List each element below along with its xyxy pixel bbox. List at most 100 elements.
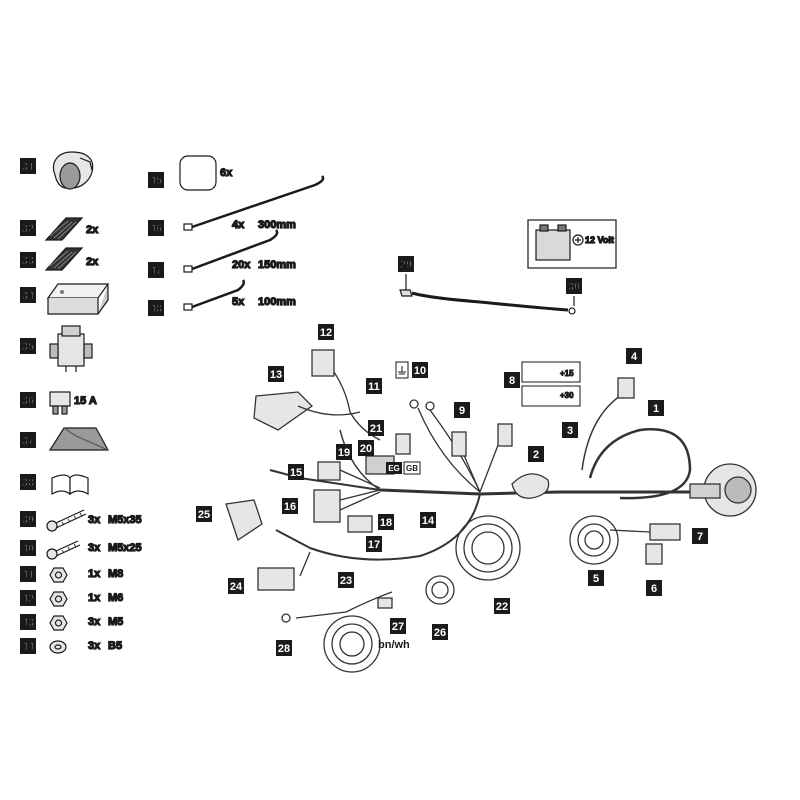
- part-42-size: M6: [108, 592, 123, 604]
- label-27: 27: [392, 621, 404, 633]
- part-31: 31: [20, 151, 94, 190]
- part-39-number: 39: [22, 514, 34, 526]
- part-44-size: B5: [108, 640, 122, 652]
- wire-color-label: bn/wh: [378, 639, 410, 651]
- part-41: 41 1x M8: [20, 566, 124, 583]
- part-45: 45 6x: [148, 155, 234, 191]
- ignition-plus30-label: +30: [560, 391, 574, 400]
- part-40-quantity: 3x: [88, 542, 101, 554]
- part-44-quantity: 3x: [88, 640, 101, 652]
- nut-icon: [49, 567, 68, 583]
- part-40-number: 40: [22, 543, 34, 555]
- part-44: 44 3x B5: [20, 638, 123, 654]
- label-7: 7: [697, 531, 703, 543]
- part-30-number: 30: [568, 281, 580, 293]
- trailer-socket-icon: [689, 463, 757, 517]
- part-36: 36 15 A: [20, 391, 97, 415]
- part-42-number: 42: [22, 593, 34, 605]
- part-34: 34: [20, 283, 110, 315]
- part-47: 47 20x 150mm: [148, 229, 297, 278]
- tag-eg: EG: [388, 464, 400, 473]
- part-37-number: 37: [22, 435, 34, 447]
- label-4: 4: [631, 351, 638, 363]
- cable-tie-icon: [183, 229, 279, 273]
- small-parts: 45 6x 46 4x 300mm 47 20x 150mm: [148, 155, 325, 316]
- label-6: 6: [651, 583, 657, 595]
- label-21: 21: [370, 423, 382, 435]
- pad-icon: [179, 155, 217, 191]
- wiring-harness: [225, 349, 757, 673]
- foam-strip-icon: [48, 427, 110, 451]
- part-35: 35: [20, 325, 93, 372]
- part-42: 42 1x M6: [20, 590, 124, 607]
- ignition-plus15-label: +15: [560, 369, 574, 378]
- part-47-number: 47: [150, 265, 162, 277]
- label-22: 22: [496, 601, 508, 613]
- manual-book-icon: [51, 474, 89, 496]
- part-43-size: M5: [108, 616, 123, 628]
- part-38-number: 38: [22, 477, 34, 489]
- label-12: 12: [320, 327, 332, 339]
- part-41-quantity: 1x: [88, 568, 101, 580]
- bolt-icon: [46, 540, 81, 560]
- label-26: 26: [434, 627, 446, 639]
- parts-list: 31 32 2x 33 2x: [20, 151, 142, 654]
- battery-voltage-label: 12 Volt: [585, 235, 614, 245]
- part-37: 37: [20, 427, 110, 451]
- part-43-quantity: 3x: [88, 616, 101, 628]
- part-45-quantity: 6x: [220, 167, 233, 179]
- label-20: 20: [360, 443, 372, 455]
- part-39-size: M5x35: [108, 514, 142, 526]
- label-15: 15: [290, 467, 302, 479]
- part-32-number: 32: [22, 223, 34, 235]
- part-36-number: 36: [22, 395, 34, 407]
- label-10: 10: [414, 365, 426, 377]
- harness-coil-22: [455, 515, 521, 581]
- part-48-length: 100mm: [258, 296, 296, 308]
- part-29-number: 29: [400, 259, 412, 271]
- part-44-number: 44: [22, 641, 35, 653]
- part-33-quantity: 2x: [86, 256, 99, 268]
- part-45-number: 45: [150, 175, 162, 187]
- part-47-quantity: 20x: [232, 259, 251, 271]
- part-40: 40 3x M5x25: [20, 540, 142, 560]
- nut-icon: [49, 615, 68, 631]
- part-48-quantity: 5x: [232, 296, 245, 308]
- part-47-length: 150mm: [258, 259, 296, 271]
- grommet-icon: [511, 473, 550, 499]
- part-36-quantity: 15 A: [74, 395, 97, 407]
- label-25: 25: [198, 509, 210, 521]
- harness-coil-28: [323, 615, 381, 673]
- harness-labels: 1 2 3 4 5 6 7 8 9 10 11 12 13 14 15 16 1…: [196, 324, 708, 656]
- part-41-number: 41: [22, 569, 34, 581]
- label-8: 8: [509, 375, 515, 387]
- part-40-size: M5x25: [108, 542, 142, 554]
- washer-icon: [49, 640, 67, 654]
- label-13: 13: [270, 369, 282, 381]
- part-32: 32 2x: [20, 217, 100, 241]
- ground-symbol-icon: [395, 361, 409, 379]
- harness-coil-26: [425, 575, 455, 605]
- label-11: 11: [368, 381, 380, 393]
- part-33-number: 33: [22, 255, 34, 267]
- cable-tie-icon: [183, 279, 246, 311]
- ignition-boxes: +15 +30: [521, 361, 581, 407]
- part-48: 48 5x 100mm: [148, 279, 297, 316]
- part-39-quantity: 3x: [88, 514, 101, 526]
- battery-section: 12 Volt 29 30: [398, 219, 617, 315]
- harness-coil-5: [569, 515, 619, 565]
- part-46-quantity: 4x: [232, 219, 245, 231]
- part-38: 38: [20, 474, 89, 496]
- label-1: 1: [653, 403, 659, 415]
- label-19: 19: [338, 447, 350, 459]
- cable-tie-icon: [183, 175, 325, 231]
- battery-icon: [535, 224, 584, 261]
- part-32-quantity: 2x: [86, 224, 99, 236]
- part-43-number: 43: [22, 617, 34, 629]
- bolt-icon: [46, 509, 87, 532]
- label-5: 5: [593, 573, 599, 585]
- nut-icon: [49, 591, 68, 607]
- adhesive-pad-icon: [44, 217, 84, 241]
- label-28: 28: [278, 643, 290, 655]
- part-41-size: M8: [108, 568, 123, 580]
